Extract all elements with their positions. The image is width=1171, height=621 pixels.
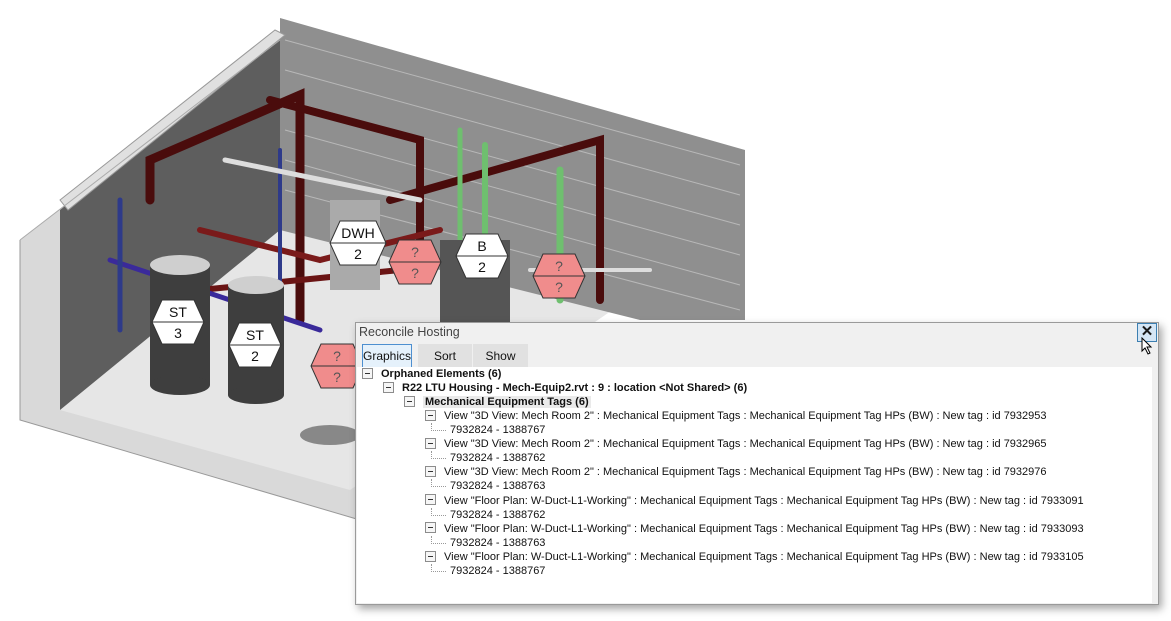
reconcile-hosting-dialog: Reconcile Hosting ✕ Graphics Sort Show O… [355,322,1159,605]
tag-bottom-text: 2 [354,246,362,262]
host-id-label: 7932824 - 1388762 [450,508,546,521]
collapse-icon[interactable] [425,522,436,534]
equipment-tag[interactable]: B2 [455,233,509,279]
tag-top-text: B [477,238,486,254]
tag-bottom-text: 2 [251,348,259,364]
tree-node-host-id[interactable]: 7932824 - 1388762 [431,507,546,522]
view-tag-label: View "3D View: Mech Room 2" : Mechanical… [444,410,1047,422]
collapse-icon[interactable] [425,494,436,506]
tree-node-host-id[interactable]: 7932824 - 1388762 [431,451,545,465]
tag-top-text: ? [333,348,341,364]
collapse-icon[interactable] [425,437,436,449]
tag-top-text: ? [411,244,419,260]
mouse-cursor-icon [1141,337,1153,355]
host-id-label: 7932824 - 1388767 [450,565,546,577]
view-tag-label: View "3D View: Mech Room 2" : Mechanical… [444,466,1047,479]
tree-node-view-tag[interactable]: View "3D View: Mech Room 2" : Mechanical… [425,409,1047,423]
tree-node-category[interactable]: Mechanical Equipment Tags (6) [404,395,591,409]
tree-node-view-tag[interactable]: View "3D View: Mech Room 2" : Mechanical… [425,437,1047,451]
tag-bottom-text: 3 [174,325,182,341]
view-tag-label: View "Floor Plan: W-Duct-L1-Working" : M… [444,551,1084,563]
collapse-icon[interactable] [425,465,436,477]
tree-node-view-tag[interactable]: View "Floor Plan: W-Duct-L1-Working" : M… [425,522,1084,536]
tree-node-root[interactable]: Orphaned Elements (6) [362,367,501,381]
collapse-icon[interactable] [362,367,373,379]
graphics-button[interactable]: Graphics [362,344,412,368]
tag-bottom-text: 2 [478,259,486,275]
tag-bottom-text: ? [555,279,563,295]
tree-line [431,423,446,431]
tree-node-view-tag[interactable]: View "3D View: Mech Room 2" : Mechanical… [425,465,1047,479]
host-id-label: 7932824 - 1388763 [450,480,546,493]
collapse-icon[interactable] [425,550,436,562]
orphan-tag[interactable]: ?? [310,343,364,389]
tag-top-text: ? [555,258,563,274]
room-outline [19,240,361,521]
tree-node-host-id[interactable]: 7932824 - 1388763 [431,535,546,550]
orphan-tag[interactable]: ?? [532,253,586,299]
collapse-icon[interactable] [404,395,415,407]
tree-line [431,535,446,544]
tree-node-view-tag[interactable]: View "Floor Plan: W-Duct-L1-Working" : M… [425,494,1084,508]
collapse-icon[interactable] [383,381,394,393]
tree-node-host-id[interactable]: 7932824 - 1388767 [431,423,545,437]
tag-top-text: ST [246,327,264,343]
tree-line [431,564,446,572]
tag-top-text: DWH [341,225,374,241]
close-button[interactable]: ✕ [1137,323,1157,342]
tree-line [431,507,446,516]
equipment-tag[interactable]: ST 2 [228,322,282,368]
equipment-tag[interactable]: DWH 2 [329,220,387,266]
show-button[interactable]: Show [473,344,528,368]
tree-node-view-tag[interactable]: View "Floor Plan: W-Duct-L1-Working" : M… [425,550,1084,564]
equipment-tag[interactable]: ST 3 [151,299,205,345]
tree-line [431,451,446,460]
collapse-icon[interactable] [425,409,436,421]
tag-top-text: ST [169,304,187,320]
host-id-label: 7932824 - 1388762 [450,452,546,465]
dialog-title: Reconcile Hosting [359,325,460,339]
tag-bottom-text: ? [333,369,341,385]
view-tag-label: View "3D View: Mech Room 2" : Mechanical… [444,438,1047,451]
view-tag-label: View "Floor Plan: W-Duct-L1-Working" : M… [444,522,1084,535]
host-id-label: 7932824 - 1388763 [450,536,546,549]
orphan-tree[interactable]: Orphaned Elements (6) R22 LTU Housing - … [357,367,1152,603]
tree-line [431,479,446,488]
tree-node-file[interactable]: R22 LTU Housing - Mech-Equip2.rvt : 9 : … [383,381,747,395]
sort-button[interactable]: Sort [418,344,472,368]
view-tag-label: View "Floor Plan: W-Duct-L1-Working" : M… [444,494,1084,507]
tag-bottom-text: ? [411,265,419,281]
tree-node-host-id[interactable]: 7932824 - 1388763 [431,479,545,493]
host-id-label: 7932824 - 1388767 [450,424,546,436]
tree-node-host-id[interactable]: 7932824 - 1388767 [431,564,545,578]
left-wall-top [59,29,286,211]
orphan-tag[interactable]: ?? [388,239,442,285]
